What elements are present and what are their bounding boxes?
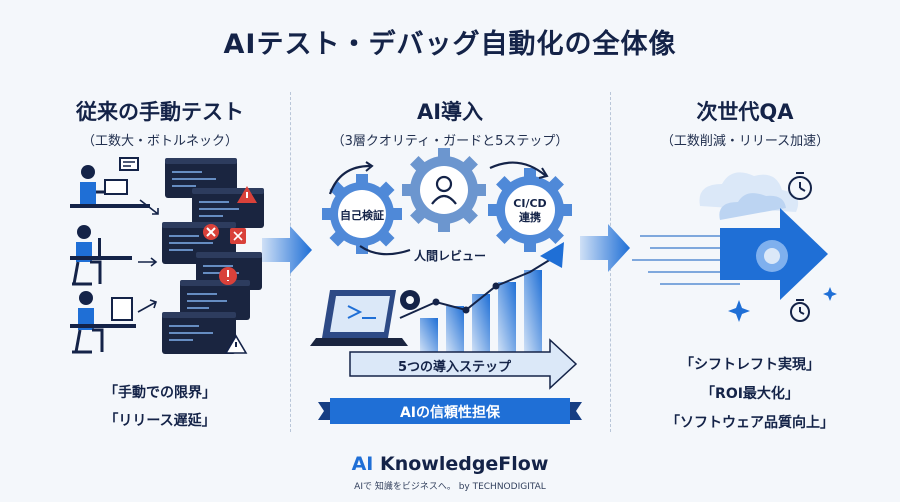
steps-arrow bbox=[349, 338, 578, 390]
trend-line bbox=[399, 255, 557, 319]
error-icon bbox=[203, 224, 219, 240]
left-subheading: （工数大・ボトルネック） bbox=[81, 134, 238, 149]
trend-dots bbox=[432, 282, 500, 314]
left-heading: 従来の手動テスト bbox=[76, 100, 244, 124]
page-title: AIテスト・デバッグ自動化の全体像 bbox=[223, 29, 677, 60]
warning-icon bbox=[237, 186, 257, 203]
person-desk-icon bbox=[70, 225, 132, 286]
growth-bars bbox=[420, 270, 542, 352]
brand-logo: AI KnowledgeFlow bbox=[0, 453, 900, 475]
code-windows-stack bbox=[162, 158, 264, 354]
stopwatch-icon bbox=[788, 172, 812, 200]
left-heading-block: 従来の手動テスト （工数大・ボトルネック） bbox=[40, 96, 280, 149]
left-quote-1: 「手動での限界」 bbox=[104, 385, 216, 401]
right-heading-block: 次世代QA （工数削減・リリース加速） bbox=[620, 96, 870, 149]
gear-cicd-label: CI/CD 連携 bbox=[500, 197, 560, 225]
settings-gear-small-icon bbox=[400, 290, 420, 310]
steps-label: 5つの導入ステップ bbox=[398, 360, 512, 375]
trust-ribbon bbox=[318, 398, 582, 424]
right-quote-1: 「シフトレフト実現」 bbox=[680, 357, 820, 373]
gear-cicd-label-line2: 連携 bbox=[519, 211, 541, 224]
stopwatch-small-icon bbox=[790, 299, 810, 322]
sparkle-icons bbox=[728, 287, 837, 322]
gear-human-icon bbox=[402, 148, 486, 232]
human-review-label: 人間レビュー bbox=[414, 249, 487, 263]
person-laptop-icon bbox=[70, 157, 150, 208]
right-quote-2: 「ROI最大化」 bbox=[701, 386, 799, 402]
cycle-arrows bbox=[328, 161, 549, 256]
flow-arrow-right bbox=[580, 224, 630, 272]
right-subheading: （工数削減・リリース加速） bbox=[660, 134, 830, 149]
gear-self-check-label: 自己検証 bbox=[340, 209, 384, 222]
person-monitor-icon bbox=[70, 291, 136, 354]
pointer-arrows bbox=[137, 199, 159, 313]
gear-cicd-label-line1: CI/CD bbox=[513, 197, 547, 210]
gear-cicd-icon bbox=[488, 168, 572, 252]
trend-arrow-head bbox=[540, 242, 564, 268]
center-heading: AI導入 bbox=[416, 100, 484, 124]
brand-tagline: AIで 知識をビジネスへ。 by TECHNODIGITAL bbox=[354, 482, 546, 492]
right-quote-3: 「ソフトウェア品質向上」 bbox=[666, 415, 834, 431]
alert-flask-icon bbox=[219, 267, 237, 285]
speed-cloud bbox=[699, 172, 799, 220]
left-quote-2: 「リリース遅延」 bbox=[104, 413, 216, 429]
speed-orb-inner bbox=[764, 248, 780, 264]
flow-arrow-left bbox=[262, 226, 312, 274]
trust-ribbon-label: AIの信頼性担保 bbox=[399, 405, 501, 421]
center-heading-block: AI導入 （3層クオリティ・ガードと5ステップ） bbox=[300, 96, 600, 149]
bug-icon bbox=[230, 228, 246, 244]
warning-icon-2 bbox=[224, 334, 248, 354]
laptop-icon bbox=[310, 290, 408, 346]
brand-name: KnowledgeFlow bbox=[379, 453, 549, 475]
right-heading: 次世代QA bbox=[696, 100, 794, 124]
center-subheading: （3層クオリティ・ガードと5ステップ） bbox=[331, 134, 569, 149]
brand-ai: AI bbox=[351, 453, 374, 475]
